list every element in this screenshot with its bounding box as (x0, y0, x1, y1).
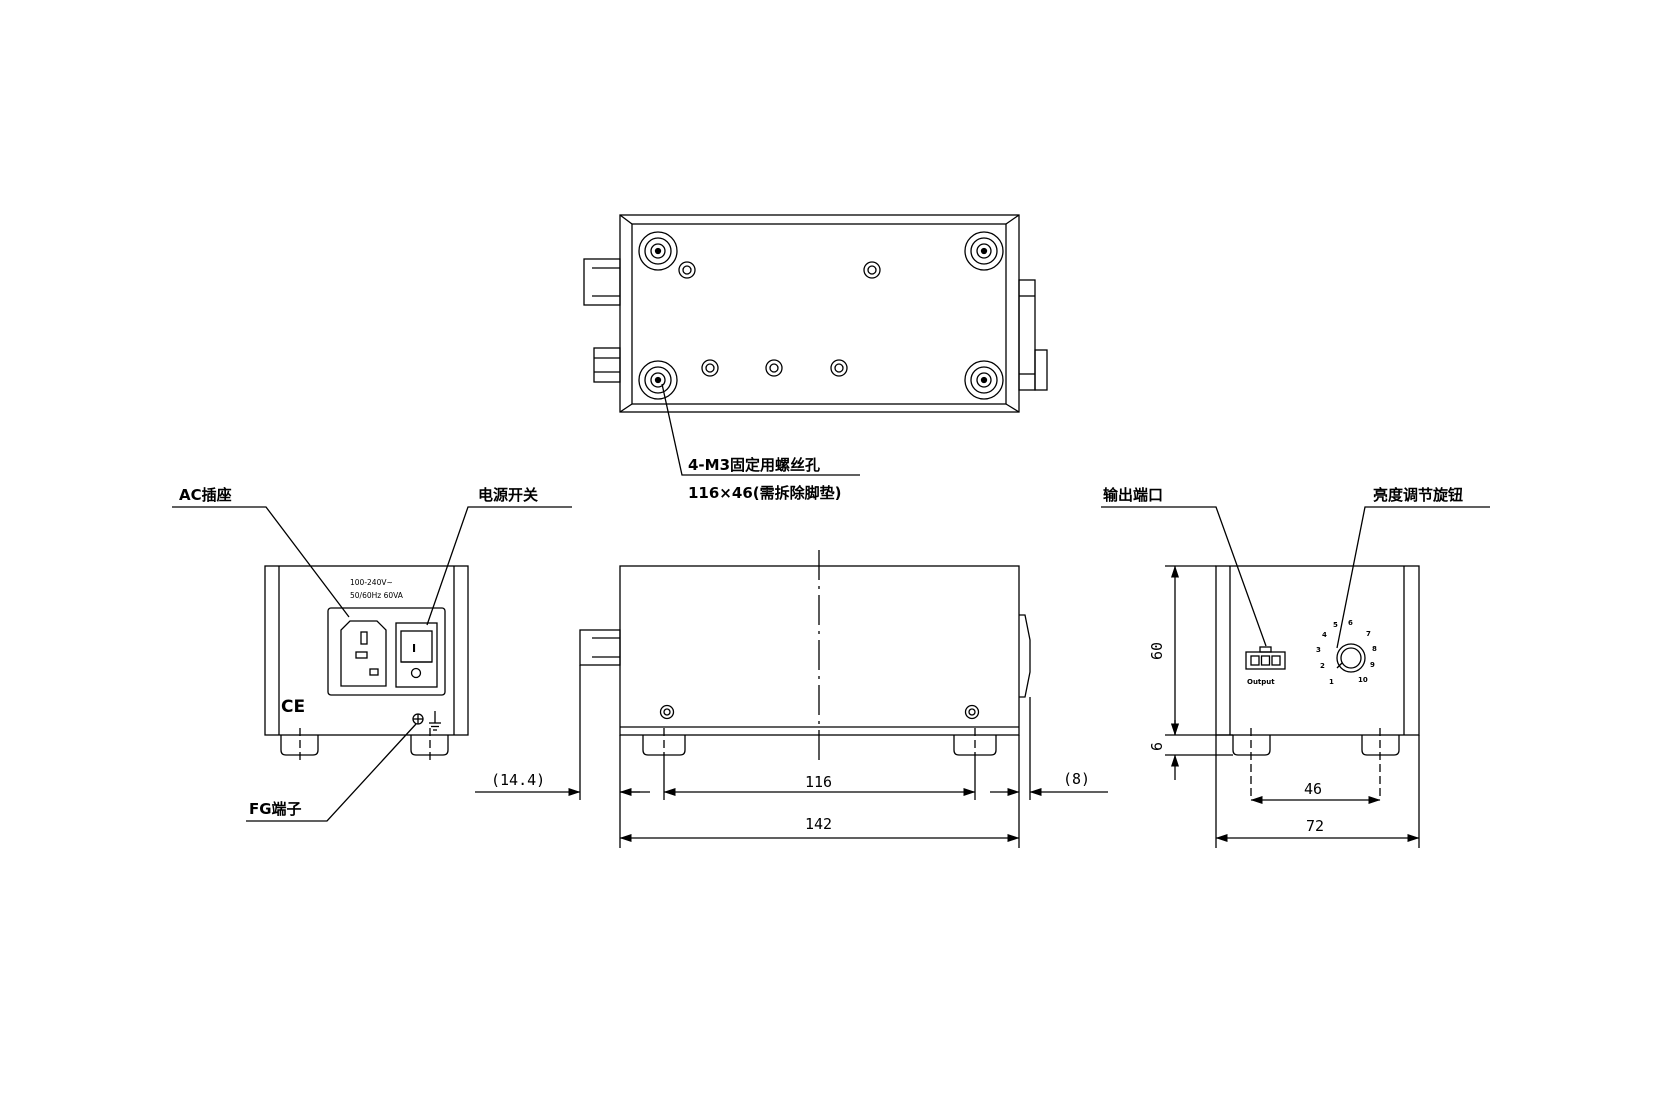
screw-hole (964, 231, 1004, 271)
output-port-leader (1101, 506, 1267, 647)
dim-foot-spacing-width: 46 (1304, 780, 1322, 798)
power-switch-on-mark: I (412, 642, 416, 655)
label-output-port: 输出端口 (1103, 486, 1163, 504)
power-switch (395, 622, 438, 688)
dim-foot-spacing-length: 116 (805, 773, 832, 791)
dial-mark: 8 (1372, 645, 1377, 653)
ac-socket-pin (355, 651, 368, 659)
dial-mark: 6 (1348, 619, 1353, 627)
side-view-screw (964, 704, 980, 720)
dim-body-length: 142 (805, 815, 832, 833)
label-brightness-knob: 亮度调节旋钮 (1373, 486, 1463, 504)
top-view-port (1034, 349, 1048, 391)
ac-socket-pin (369, 668, 379, 676)
screw-terminal-icon (412, 713, 424, 725)
label-ac-socket: AC插座 (179, 486, 232, 504)
label-screw-holes: 4-M3固定用螺丝孔 (688, 456, 820, 474)
dim-body-width: 72 (1306, 817, 1324, 835)
side-view-screw (659, 704, 675, 720)
top-view-ac-socket (583, 258, 621, 306)
dial-mark: 4 (1322, 631, 1327, 639)
label-screw-holes-note: 116×46(需拆除脚垫) (688, 484, 841, 502)
screw-hole-leader (661, 383, 860, 476)
output-port-caption: Output (1247, 678, 1275, 686)
top-view-inner-plate (631, 223, 1007, 405)
front-view (172, 506, 572, 822)
ac-socket-leader (172, 506, 350, 618)
rear-view (1101, 506, 1490, 848)
ac-socket-pin (360, 631, 368, 645)
screw-hole (638, 231, 678, 271)
dim-left-protrusion: (14.4) (491, 771, 545, 789)
rear-view-body (1215, 565, 1420, 736)
top-view (583, 214, 1048, 476)
rivet (830, 359, 848, 377)
dial-mark: 1 (1329, 678, 1334, 686)
dial-mark: 3 (1316, 646, 1321, 654)
side-view-ac-plug (579, 629, 621, 666)
brightness-knob-leader (1336, 506, 1490, 649)
ac-socket (340, 620, 387, 687)
rating-frequency: 50/60Hz 60VA (350, 591, 404, 600)
ground-icon (429, 711, 441, 731)
label-fg-terminal: FG端子 (249, 800, 302, 818)
screw-hole (638, 360, 678, 400)
dim-right-protrusion: (8) (1063, 770, 1090, 788)
fg-terminal-leader (246, 723, 417, 822)
front-view-body (264, 565, 469, 736)
rivet (678, 261, 696, 279)
power-switch-leader (426, 506, 572, 626)
side-view (475, 550, 1108, 848)
top-view-switch (593, 347, 621, 383)
dial-mark: 7 (1366, 630, 1371, 638)
output-connector (1245, 646, 1286, 670)
rivet (701, 359, 719, 377)
brightness-dial-marks: 1 2 3 4 5 6 7 8 9 10 (1316, 619, 1377, 686)
top-view-knob (1018, 279, 1036, 391)
ce-mark: CE (281, 697, 305, 717)
screw-hole (964, 360, 1004, 400)
rivet (765, 359, 783, 377)
dial-mark: 10 (1358, 676, 1368, 684)
rating-voltage: 100-240V~ (350, 578, 393, 587)
dim-body-height: 60 (1148, 642, 1166, 660)
ac-panel (327, 607, 446, 696)
dial-mark: 9 (1370, 661, 1375, 669)
dial-mark: 2 (1320, 662, 1325, 670)
top-view-outer-body (619, 214, 1020, 413)
dial-mark: 5 (1333, 621, 1338, 629)
rivet (863, 261, 881, 279)
text-layer: 4-M3固定用螺丝孔 116×46(需拆除脚垫) AC插座 电源开关 FG端子 … (179, 456, 1463, 835)
side-view-knob (1019, 614, 1031, 698)
brightness-knob (1336, 643, 1366, 673)
power-switch-off-mark (410, 667, 422, 679)
label-power-switch: 电源开关 (478, 486, 538, 504)
dim-foot-height: 6 (1148, 742, 1166, 751)
